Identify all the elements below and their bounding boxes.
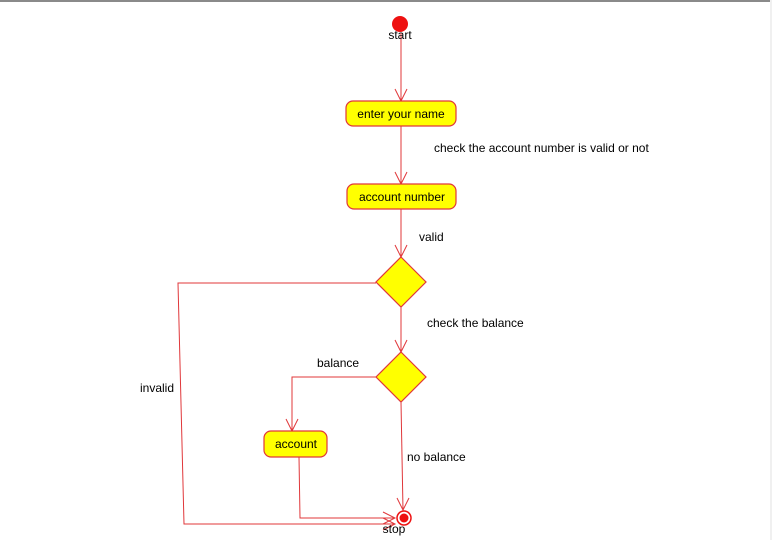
- activity-account: account: [263, 430, 328, 458]
- edge-account-to-stop: [298, 456, 395, 519]
- window-right-border: [770, 0, 772, 540]
- decision-balance: [375, 351, 427, 403]
- activity-enter-your-name: enter your name: [345, 100, 457, 127]
- stop-node: [396, 510, 412, 526]
- edge-label-check-account: check the account number is valid or not: [434, 141, 649, 155]
- activity-account-number: account number: [346, 183, 457, 210]
- activity-enter-your-name-label: enter your name: [357, 107, 445, 121]
- activity-account-number-label: account number: [359, 190, 445, 204]
- decision-valid: [375, 256, 427, 308]
- stop-label: stop: [383, 522, 406, 536]
- start-label: start: [388, 28, 412, 42]
- edge-label-check-balance: check the balance: [427, 316, 524, 330]
- edge-label-valid: valid: [419, 230, 444, 244]
- edges: [177, 33, 410, 531]
- arrowhead: [396, 497, 410, 512]
- arrowhead: [382, 517, 397, 531]
- start-node: [392, 16, 408, 32]
- edge-label-no-balance: no balance: [407, 450, 466, 464]
- activity-account-label: account: [275, 437, 318, 451]
- edge-invalid-to-stop: [177, 282, 395, 525]
- edge-balance-to-account: [291, 376, 376, 431]
- edge-no-balance-to-stop: [400, 401, 404, 511]
- edge-label-invalid: invalid: [140, 381, 174, 395]
- edge-label-balance: balance: [317, 356, 359, 370]
- window-top-border: [0, 0, 772, 2]
- arrowhead: [382, 511, 397, 525]
